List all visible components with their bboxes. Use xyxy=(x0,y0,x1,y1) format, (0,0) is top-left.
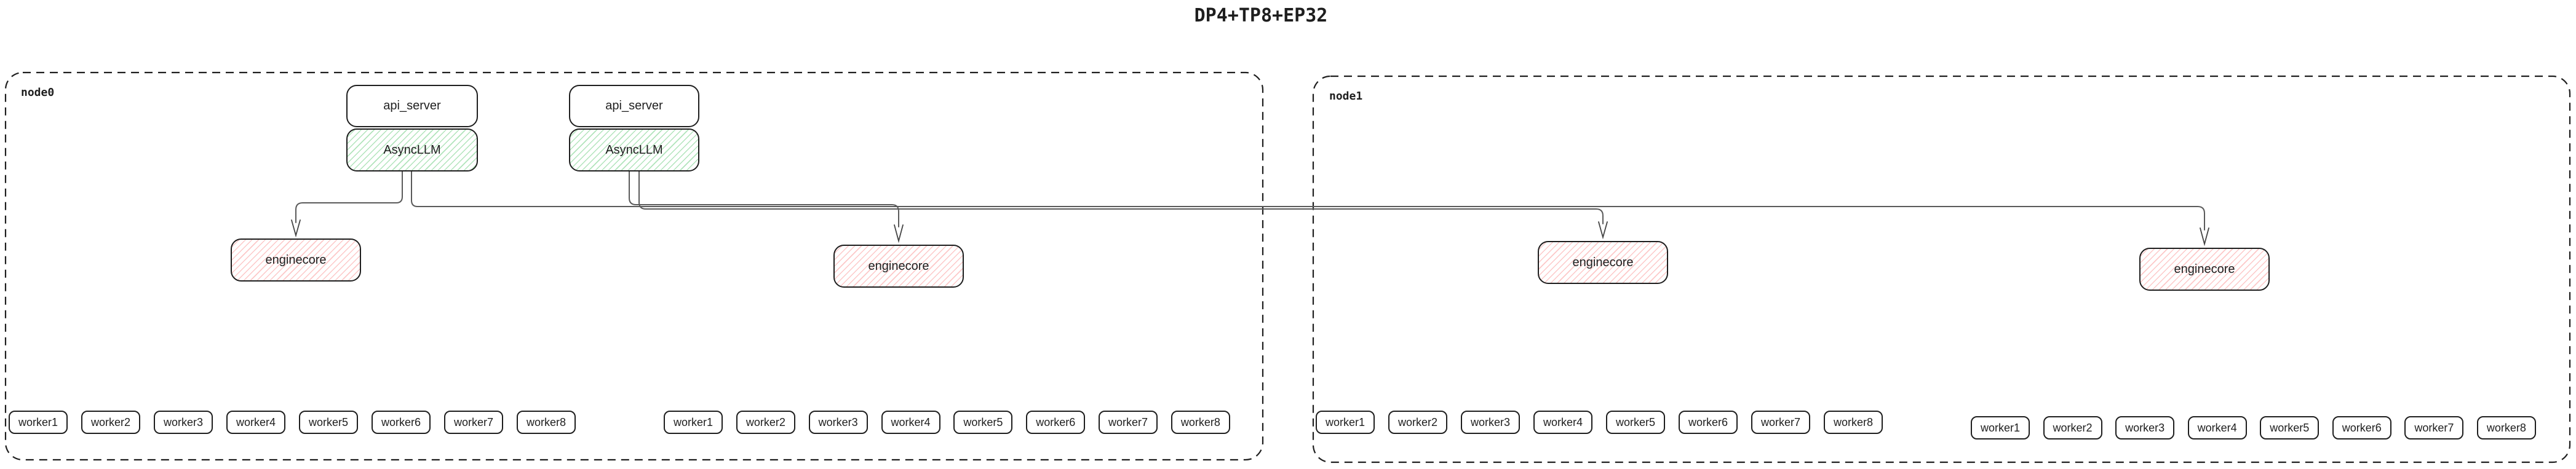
worker-box: worker2 xyxy=(736,411,795,434)
worker-box: worker5 xyxy=(299,411,358,434)
worker-box: worker2 xyxy=(81,411,140,434)
worker-box: worker6 xyxy=(2332,416,2391,439)
node1-label: node1 xyxy=(1329,90,1363,103)
worker-box: worker4 xyxy=(2187,416,2247,439)
worker-box: worker3 xyxy=(1461,411,1520,434)
node0-label: node0 xyxy=(21,86,55,99)
arrowhead-enginecore3 xyxy=(1598,221,1608,240)
enginecore-box-3: enginecore xyxy=(1538,241,1668,284)
worker-box: worker6 xyxy=(1026,411,1086,434)
worker-box: worker3 xyxy=(154,411,213,434)
enginecore-box-1: enginecore xyxy=(231,238,361,282)
worker-box: worker4 xyxy=(226,411,285,434)
worker-group-node1-2: worker1 worker2 worker3 worker4 worker5 worke… xyxy=(1971,416,2536,439)
worker-box: worker6 xyxy=(372,411,431,434)
edge-asyncllm1-enginecore4 xyxy=(411,171,2205,231)
worker-box: worker4 xyxy=(881,411,940,434)
worker-box: worker1 xyxy=(9,411,68,434)
worker-box: worker1 xyxy=(1316,411,1375,434)
worker-box: worker1 xyxy=(1971,416,2030,439)
worker-box: worker2 xyxy=(2043,416,2102,439)
worker-box: worker8 xyxy=(2476,416,2536,439)
worker-box: worker7 xyxy=(2404,416,2464,439)
worker-box: worker7 xyxy=(444,411,503,434)
edge-asyncllm2-enginecore3 xyxy=(638,171,1604,224)
worker-box: worker2 xyxy=(1388,411,1447,434)
enginecore-box-4: enginecore xyxy=(2139,248,2270,291)
node1-outline xyxy=(1312,75,2571,463)
edge-asyncllm2-enginecore2 xyxy=(629,171,899,227)
asyncllm-box-1: AsyncLLM xyxy=(346,128,478,171)
worker-box: worker4 xyxy=(1533,411,1592,434)
worker-box: worker7 xyxy=(1751,411,1810,434)
worker-group-node0-2: worker1 worker2 worker3 worker4 worker5 worke… xyxy=(664,411,1230,434)
worker-group-node1-1: worker1 worker2 worker3 worker4 worker5 worke… xyxy=(1316,411,1883,434)
worker-box: worker8 xyxy=(1824,411,1883,434)
asyncllm-box-2: AsyncLLM xyxy=(569,128,699,171)
worker-group-node0-1: worker1 worker2 worker3 worker4 worker5 worke… xyxy=(9,411,576,434)
api-server-box-2: api_server xyxy=(569,85,699,127)
worker-box: worker5 xyxy=(953,411,1013,434)
worker-box: worker7 xyxy=(1099,411,1158,434)
worker-box: worker1 xyxy=(664,411,723,434)
edge-asyncllm1-enginecore1 xyxy=(295,171,403,223)
worker-box: worker3 xyxy=(808,411,868,434)
worker-box: worker8 xyxy=(1171,411,1230,434)
worker-box: worker5 xyxy=(2260,416,2320,439)
enginecore-box-2: enginecore xyxy=(833,245,964,288)
worker-box: worker5 xyxy=(1606,411,1665,434)
arrowhead-enginecore2 xyxy=(894,224,904,243)
arrowhead-enginecore1 xyxy=(291,219,301,238)
node0-outline xyxy=(4,71,1264,461)
worker-box: worker6 xyxy=(1679,411,1738,434)
worker-box: worker8 xyxy=(517,411,576,434)
diagram-title: DP4+TP8+EP32 xyxy=(1194,5,1328,26)
worker-box: worker3 xyxy=(2115,416,2175,439)
arrowhead-enginecore4 xyxy=(2200,227,2209,246)
api-server-box-1: api_server xyxy=(346,85,478,127)
